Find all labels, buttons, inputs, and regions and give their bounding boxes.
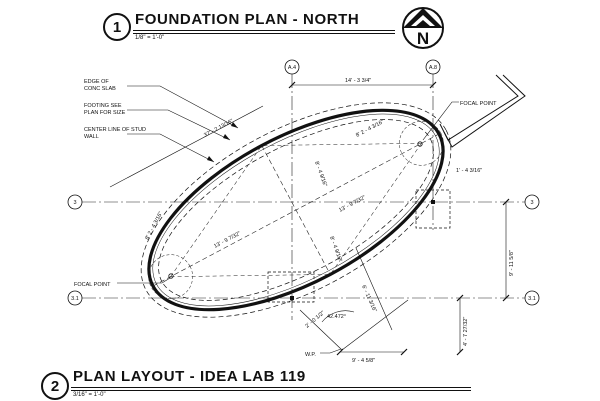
note-footing-line-2: PLAN FOR SIZE	[84, 110, 126, 116]
view-2-title-rule	[71, 387, 471, 388]
grid-bubble-a4: A.4	[284, 59, 300, 75]
dim-diag-lower: 6' - 11 3/16"	[360, 284, 377, 313]
plan-notes: EDGE OF CONC SLAB FOOTING SEE PLAN FOR S…	[74, 79, 497, 358]
leader-focal-left	[117, 277, 171, 284]
ellipse-footprint	[140, 102, 452, 318]
dim-line-diag-small	[299, 309, 343, 351]
note-stud-line-2: WALL	[84, 134, 99, 140]
dimension-lines	[109, 84, 507, 353]
view-2-number-tag: 2	[41, 372, 69, 400]
leader-footing	[127, 109, 231, 141]
leader-lines	[117, 85, 459, 354]
focal-point-left	[168, 273, 174, 279]
dim-line-wp	[341, 299, 409, 351]
note-edge-slab-line-1: EDGE OF	[84, 79, 109, 85]
dim-diag-small: 2' - 0 1/2"	[304, 310, 326, 330]
grid-bubble-a4-label: A.4	[288, 65, 296, 71]
leader-arrowheads	[207, 122, 238, 162]
column-markers	[290, 200, 435, 300]
view-1-title-rule-thin	[133, 33, 395, 34]
grid-bubbles: A.4 A.8 3 3 3.1 3.1	[67, 59, 540, 306]
grid-bubble-a8: A.8	[425, 59, 441, 75]
leader-stud	[127, 133, 215, 163]
view-1-number-tag: 1	[103, 13, 131, 41]
dim-minor-upper: 8' - 4 9/16"	[313, 161, 328, 188]
grid-bubble-3-left-label: 3	[73, 200, 76, 206]
grid-bubble-3-1-right-label: 3.1	[528, 296, 536, 302]
view-1-scale: 1/8" = 1'-0"	[135, 35, 165, 41]
dim-angle: 42.472°	[327, 314, 346, 320]
grid-bubble-3-1-left-label: 3.1	[71, 296, 79, 302]
dim-right-vertical: 9' - 11 5/8"	[509, 250, 515, 276]
grid-bubble-3-1-left: 3.1	[67, 290, 83, 306]
north-arrow-icon: N	[402, 7, 444, 49]
dim-focal-offset-left: 8' 2 - 4 3/16"	[144, 211, 164, 241]
view-1-number: 1	[112, 18, 122, 36]
dim-half-focal-left: 13' - 9 7/32"	[213, 231, 242, 250]
leader-wp	[320, 348, 342, 354]
view-2-number: 2	[50, 377, 60, 395]
note-work-point: W.P.	[305, 352, 316, 358]
minor-axis	[261, 145, 331, 275]
dim-bottom: 9' - 4 5/8"	[352, 358, 375, 364]
footing-blocks	[267, 189, 451, 303]
focal-point-markers	[168, 141, 423, 279]
existing-wall	[439, 74, 526, 148]
grid-bubble-3-left: 3	[67, 194, 83, 210]
dim-minor-lower: 8' - 4 9/16"	[328, 236, 343, 263]
north-arrow-letter: N	[417, 29, 429, 48]
view-2-title-rule-thin	[71, 390, 471, 391]
view-2-title: PLAN LAYOUT - IDEA LAB 119	[73, 368, 306, 385]
note-focal-point-left: FOCAL POINT	[74, 282, 111, 288]
note-focal-point-right: FOCAL POINT	[460, 101, 497, 107]
grid-bubble-3-1-right: 3.1	[524, 290, 540, 306]
dim-top-overall: 14' - 3 3/4"	[345, 78, 371, 84]
focal-point-right	[417, 141, 423, 147]
dim-focal-offset-upper: 8' 2 - 4 3/16"	[355, 119, 385, 139]
view-2-scale: 3/16" = 1'-0"	[73, 392, 106, 398]
dim-major-axis: 37' - 2 13/16"	[203, 118, 234, 139]
leader-edge-slab	[127, 85, 239, 129]
note-stud-line-1: CENTER LINE OF STUD	[84, 127, 146, 133]
footing-outline	[140, 102, 452, 318]
focal-circle-right	[399, 121, 444, 166]
grid-lines	[82, 74, 525, 320]
column-lower	[290, 296, 294, 300]
view-1-title-rule	[133, 30, 395, 31]
grid-bubble-3-right: 3	[524, 194, 540, 210]
dim-line-major	[109, 105, 264, 188]
dim-right-stub: 1' - 4 3/16"	[456, 168, 482, 174]
focal-circle-left	[148, 254, 193, 299]
grid-bubble-a8-label: A.8	[429, 65, 437, 71]
note-footing-line-1: FOOTING SEE	[84, 103, 122, 109]
grid-bubble-3-right-label: 3	[530, 200, 533, 206]
dim-right-lower-vertical: 4' - 7 27/32"	[463, 317, 469, 346]
angle-arc	[321, 310, 355, 323]
leader-focal-right	[422, 101, 459, 141]
footing-block-lower	[267, 271, 315, 303]
dimension-ticks	[288, 81, 510, 356]
note-edge-slab-line-2: CONC SLAB	[84, 86, 116, 92]
dim-half-focal-right: 13' - 9 7/32"	[338, 195, 367, 214]
column-right	[431, 200, 435, 204]
view-1-title: FOUNDATION PLAN - NORTH	[135, 11, 360, 28]
dimension-text: 14' - 3 3/4" 37' - 2 13/16" 8' - 4 9/16"…	[144, 78, 515, 364]
